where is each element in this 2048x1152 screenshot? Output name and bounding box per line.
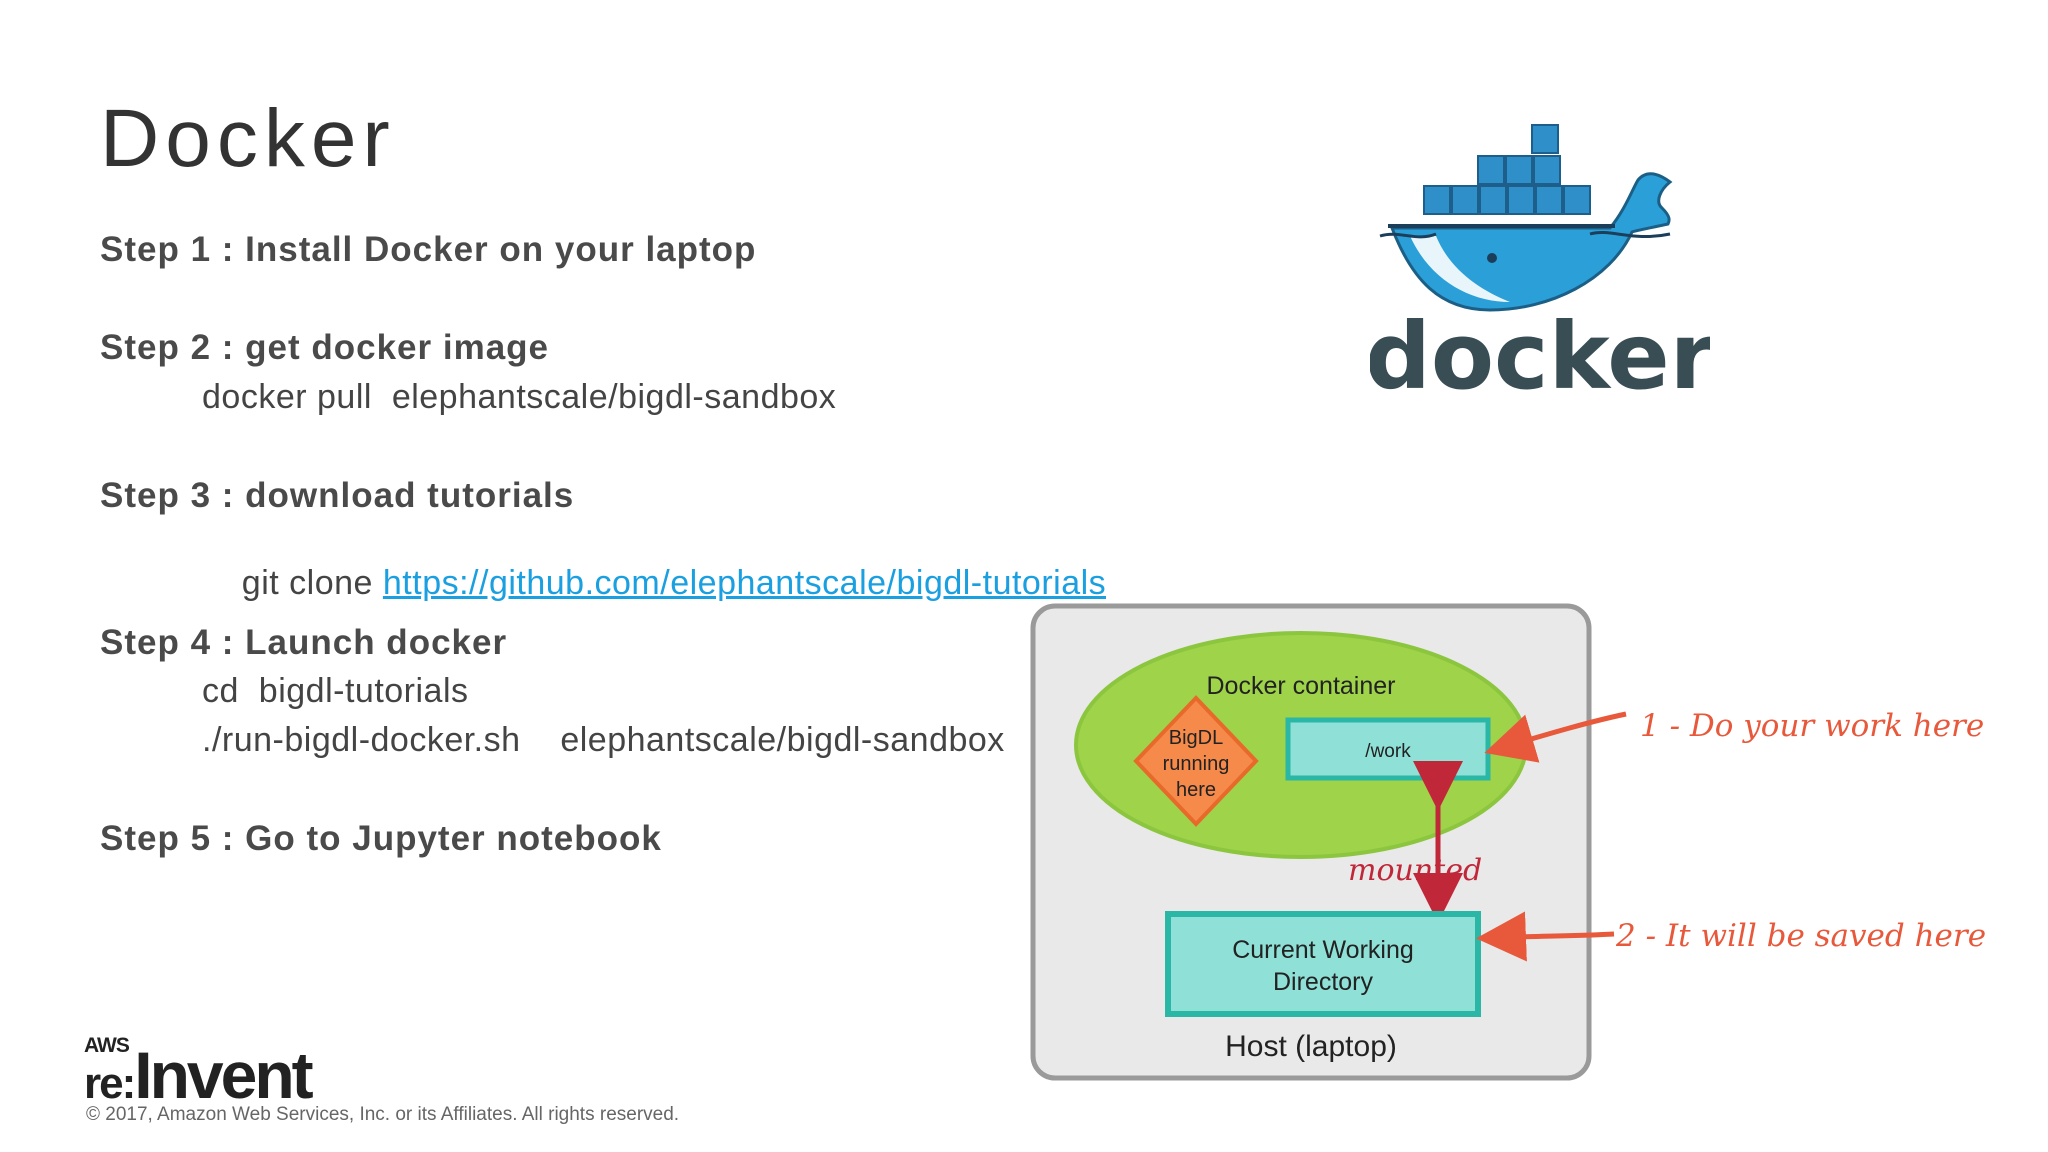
step-4-command-2: ./run-bigdl-docker.sh elephantscale/bigd… bbox=[202, 721, 1005, 759]
reinvent-main: Invent bbox=[134, 1038, 313, 1112]
annotation-2-arrow bbox=[1476, 911, 1615, 962]
reinvent-re: re: bbox=[84, 1059, 136, 1108]
aws-label: AWS bbox=[84, 1034, 130, 1057]
container-label: Docker container bbox=[1207, 672, 1396, 700]
copyright-text: © 2017, Amazon Web Services, Inc. or its… bbox=[86, 1104, 680, 1125]
annotation-1: 1 - Do your work here bbox=[1640, 708, 1984, 744]
step-4-command-1: cd bigdl-tutorials bbox=[202, 672, 469, 710]
bigdl-label-3: here bbox=[1176, 779, 1216, 801]
step-2-command: docker pull elephantscale/bigdl-sandbox bbox=[202, 378, 837, 416]
mounted-label: mounted bbox=[1348, 853, 1482, 888]
bigdl-label-1: BigDL bbox=[1169, 727, 1223, 749]
tutorials-link[interactable]: https://github.com/elephantscale/bigdl-t… bbox=[382, 564, 1107, 602]
step-5-heading: Step 5 : Go to Jupyter notebook bbox=[100, 819, 662, 858]
step-3-command: git clone https://github.com/elephantsca… bbox=[202, 525, 1106, 642]
cwd-label-1: Current Working bbox=[1232, 936, 1414, 964]
bigdl-label-2: running bbox=[1163, 753, 1230, 775]
work-label: /work bbox=[1365, 741, 1411, 762]
step-3-prefix: git clone bbox=[241, 564, 383, 602]
step-2-heading: Step 2 : get docker image bbox=[100, 328, 550, 367]
slide-title: Docker bbox=[100, 93, 396, 184]
cwd-label-2: Directory bbox=[1273, 968, 1374, 996]
docker-mount-diagram: Host (laptop) Docker container BigDL run… bbox=[1030, 603, 1986, 1081]
step-3-heading: Step 3 : download tutorials bbox=[100, 476, 575, 515]
cwd-box bbox=[1165, 911, 1481, 1017]
host-label: Host (laptop) bbox=[1225, 1030, 1397, 1063]
reinvent-wordmark: re:Invent bbox=[84, 1042, 314, 1108]
annotation-2: 2 - It will be saved here bbox=[1615, 918, 1986, 954]
docker-logo: docker bbox=[1370, 124, 1710, 410]
docker-whale-icon bbox=[1379, 124, 1673, 312]
docker-wordmark: docker bbox=[1370, 303, 1710, 410]
bigdl-diamond bbox=[1133, 695, 1259, 827]
step-4-heading: Step 4 : Launch docker bbox=[100, 623, 508, 662]
annotation-1-arrow bbox=[1484, 711, 1627, 763]
step-1-heading: Step 1 : Install Docker on your laptop bbox=[100, 230, 757, 269]
